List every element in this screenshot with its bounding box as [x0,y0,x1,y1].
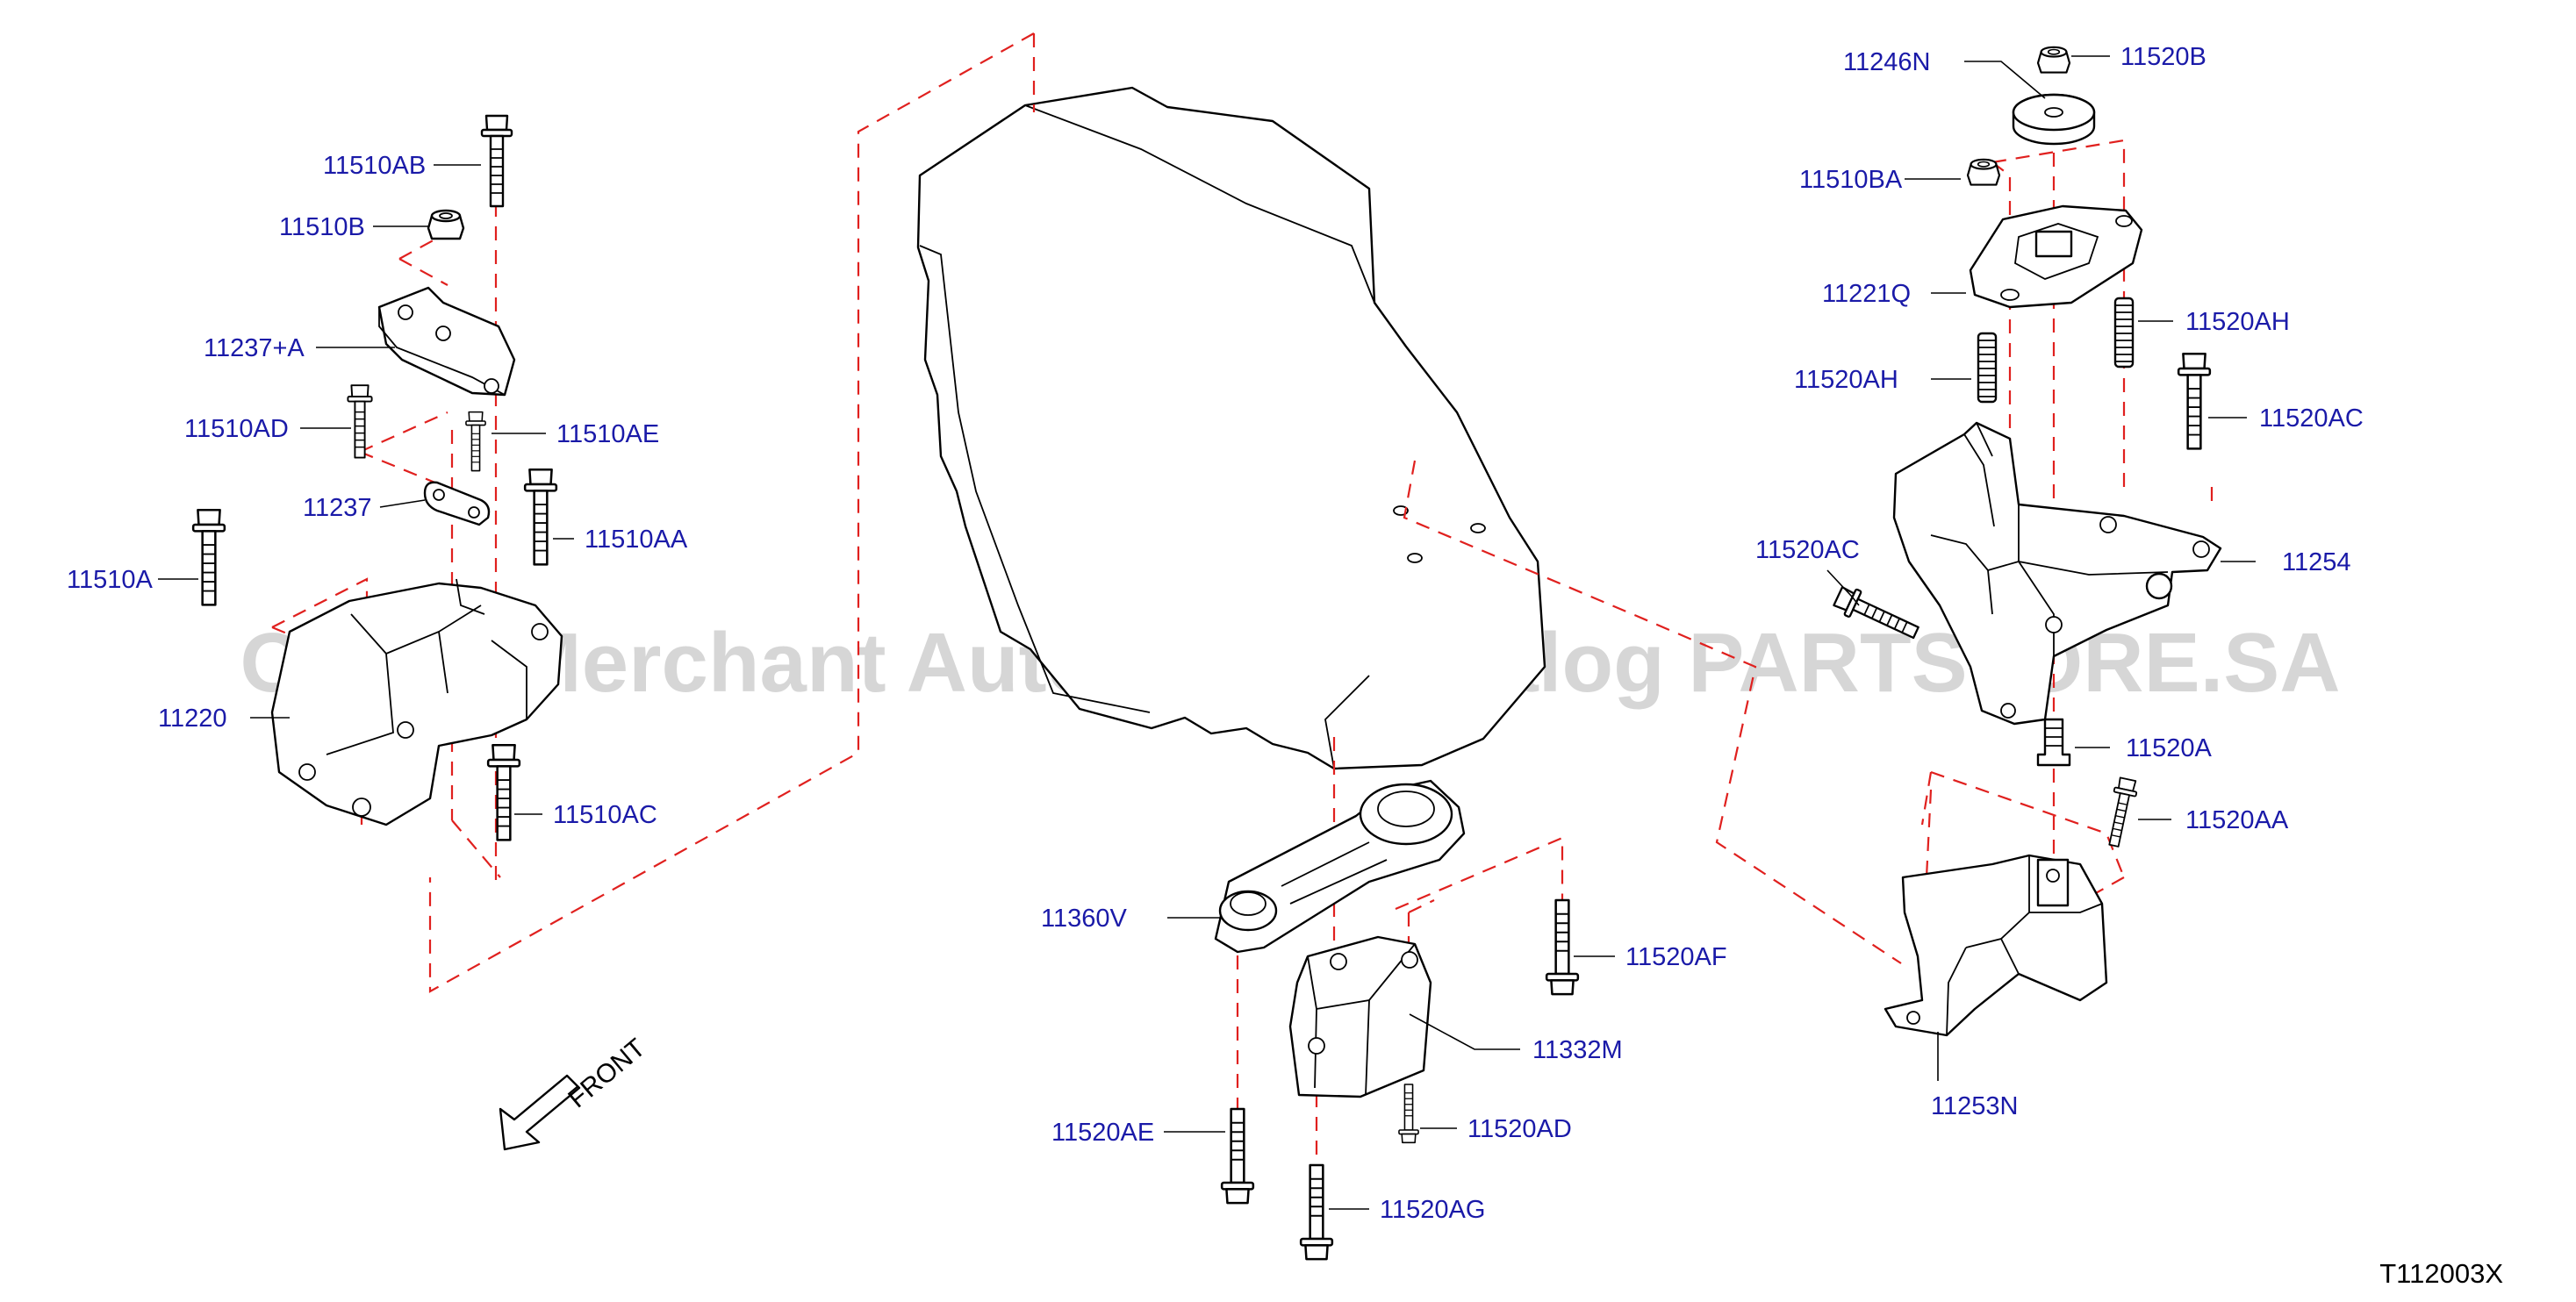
label-11520b: 11520B [2120,43,2206,71]
bolt-11510ab [480,114,513,208]
part-11254-bracket [1892,421,2222,726]
label-11520a: 11520A [2126,734,2212,762]
bolt-11520ae [1220,1107,1255,1205]
nut-11520b [2036,46,2071,74]
label-11237: 11237 [303,494,372,522]
bolt-11510ac [486,743,521,841]
label-11246n: 11246N [1843,48,1930,76]
front-arrow-icon [499,1074,581,1151]
label-11510ab: 11510AB [323,152,426,180]
bolt-11520a [2036,718,2071,767]
label-11520ag: 11520AG [1380,1196,1485,1224]
part-labels: 11510AB 11510B 11237+A 11510AD 11510AE 1… [67,43,2364,1224]
label-11520ac-left: 11520AC [1755,536,1860,564]
stud-11520ah-right [2113,297,2135,368]
label-11360v: 11360V [1041,905,1127,933]
bolt-11520ag [1299,1163,1334,1261]
label-11253n: 11253N [1931,1092,2018,1120]
leader-lines [158,55,2256,1210]
label-11520af: 11520AF [1625,943,1727,971]
label-11520ad: 11520AD [1467,1115,1572,1143]
bolt-11510a [191,508,226,606]
reference-code: T112003X [2379,1258,2503,1289]
label-11520ae: 11520AE [1051,1119,1154,1147]
part-11253n-bracket [1884,854,2108,1037]
label-11510b: 11510B [279,213,365,241]
part-11221q-insulator [1969,204,2143,309]
front-label: FRONT [563,1034,650,1114]
part-11246n-washer [2012,93,2096,146]
label-11510aa: 11510AA [585,526,688,554]
part-11237a-bracket [377,286,516,397]
label-11221q: 11221Q [1822,280,1911,308]
label-11510ac: 11510AC [553,801,657,829]
label-11520ah-right: 11520AH [2185,308,2290,336]
part-11220-mount [270,578,563,826]
stud-11520ah-left [1977,332,1998,404]
label-11520aa: 11520AA [2185,806,2289,834]
label-11332m: 11332M [1532,1036,1623,1064]
nut-11510b [427,209,465,240]
bolt-11510ae [465,411,486,472]
label-11520ac-right: 11520AC [2259,404,2364,433]
label-11237a: 11237+A [204,334,305,362]
bolt-11510ad [347,384,373,459]
part-11332m-bracket [1288,935,1432,1098]
part-11360v-torque-rod [1214,779,1466,954]
label-11510ae: 11510AE [556,420,659,448]
label-11520ah-left: 11520AH [1794,366,1898,394]
label-11220: 11220 [158,705,227,733]
bolt-11520af [1545,898,1580,996]
bolt-11510aa [523,468,558,566]
label-11510ad: 11510AD [184,415,289,443]
label-11510a: 11510A [67,566,153,594]
part-11237-plate [423,481,491,526]
label-11510ba: 11510BA [1799,166,1903,194]
nut-11510ba [1966,158,2001,186]
bolt-11520ad [1398,1084,1419,1144]
bolt-11520ac-right [2177,352,2212,450]
engine-outline [916,86,1546,770]
label-11254: 11254 [2282,548,2351,576]
